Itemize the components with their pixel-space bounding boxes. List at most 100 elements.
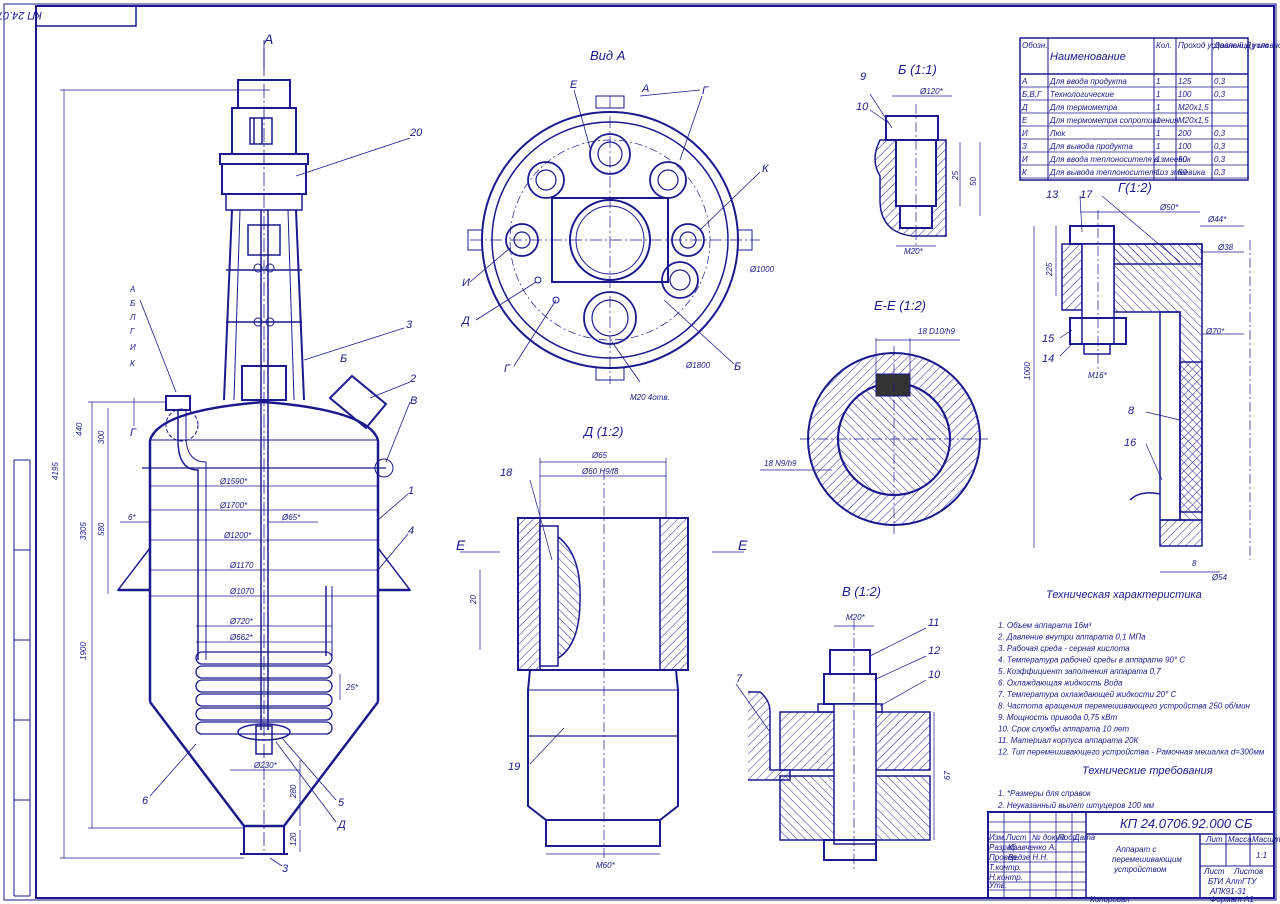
name-checker: Ведзе Н.Н. [1008,853,1048,862]
vid-a-callout-b: Б [734,361,741,373]
spec-line: 8. Частота вращения перемешивающего устр… [998,702,1251,711]
g-callout-15: 15 [1042,333,1055,345]
e-dim-n9: 18 N9/h9 [764,459,797,468]
vid-a-callout-d: Д [460,315,470,327]
e-section-labels: Е-Е (1:2) 18 D10/h9 18 N9/h9 [764,298,955,468]
head-doc: № докум. [1032,833,1067,842]
table-cell: 100 [1178,142,1192,151]
title-line-1: Аппарат с [1115,845,1156,854]
callout-v: В [410,395,417,407]
dim-580: 580 [97,522,106,536]
table-cell: 1 [1156,155,1160,164]
role-checker: Провер. [989,853,1019,862]
vid-a-labels: Вид А А Г К И Д Г Б Е М20 4отв. Ø1800 Ø1… [460,48,775,402]
v-title: В (1:2) [842,584,881,599]
vid-a-callout-i: И [462,277,470,289]
letter-a: А [129,285,135,294]
role-developer: Разраб. [989,843,1018,852]
g-dim-8: 8 [1192,559,1197,568]
dim-440: 440 [75,422,84,436]
vid-a-bolts: М20 4отв. [630,393,670,402]
b-callout-10: 10 [856,101,869,113]
table-header-0: Обозн. [1022,41,1047,50]
role-tcontrol: Т.контр. [989,863,1021,872]
table-cell: 1 [1156,142,1160,151]
dim-d1170: Ø1170 [229,561,254,570]
spec-line: 7. Температура охлаждающей жидкости 20° … [998,690,1177,699]
g-callout-14: 14 [1042,353,1054,365]
vid-a-callout-e: Е [570,79,578,91]
g-callout-13: 13 [1046,189,1059,201]
table-cell: 1 [1156,116,1160,125]
e-dim-d10: 18 D10/h9 [918,327,955,336]
v-dim-m20: M20* [846,613,866,622]
view-arrow-a: А [263,31,273,47]
b-dim-m20: M20* [904,247,924,256]
g-callout-8: 8 [1128,405,1135,417]
g-dim-m16: M16* [1088,371,1108,380]
spec-line: 3. Рабочая среда - серная кислота [998,644,1130,653]
b-title: Б (1:1) [898,62,937,77]
role-ncontrol: Н.контр. [989,873,1023,882]
table-cell: Для ввода продукта [1049,77,1127,86]
spec-line: 4. Температура рабочей среды в аппарате … [998,656,1185,665]
table-cell: Б,В,Г [1022,90,1042,99]
letter-i: И [130,343,136,352]
d-detail [460,458,744,860]
table-cell: Е [1022,116,1028,125]
dim-25: 25* [345,683,359,692]
dim-d230: Ø230* [253,761,278,770]
table-cell: 0,3 [1214,90,1226,99]
d-callout-19: 19 [508,761,520,773]
table-cell: И [1022,129,1028,138]
dim-280: 280 [289,784,298,799]
dim-d662: Ø662* [229,633,254,642]
b-dim-120: Ø120* [919,87,944,96]
letter-b: Б [130,299,135,308]
dim-d720: Ø720* [229,617,254,626]
v-callout-11: 11 [928,617,939,629]
table-cell: К [1022,168,1028,177]
callout-6: 6 [142,795,149,807]
vid-a-callout-g: Г [702,85,709,97]
title-line-3: устройством [1113,865,1167,874]
table-cell: 100 [1178,90,1192,99]
spec-line: 1. Объем аппарата 16м³ [998,621,1092,630]
v-detail-labels: В (1:2) M20* 11 12 10 7 67 [736,584,952,780]
table-header-3: Проход условный Ду мм [1178,41,1269,50]
table-cell: 1 [1156,90,1160,99]
dim-1900: 1900 [79,642,88,660]
dim-4195: 4195 [51,462,60,480]
v-dim-67: 67 [943,771,952,780]
head-date: Дата [1073,833,1096,842]
g-dim-50: Ø50* [1159,203,1179,212]
letter-k: К [130,359,136,368]
e-section [760,338,988,534]
dim-d1700: Ø1700* [219,501,248,510]
d-dim-60: Ø60 H9/f8 [581,467,619,476]
g-callout-17: 17 [1080,189,1093,201]
vid-a-title: Вид А [590,48,625,63]
v-callout-10: 10 [928,669,941,681]
vid-a-view [467,89,761,384]
title-col-mass: Масса [1228,835,1252,844]
coil [195,651,333,735]
letter-g: Г [130,327,135,336]
role-approve: Утв. [988,881,1007,890]
letter-l: Л [129,313,136,322]
b-dim-25: 25 [951,171,960,181]
table-cell: Для термометра [1049,103,1118,112]
title-col-scale: Масштаб [1252,835,1280,844]
req-title: Технические требования [1082,765,1213,777]
dim-300: 300 [97,430,106,444]
vid-a-dim-1800: Ø1800 [685,361,711,370]
copied-label: Копировал [1090,895,1130,904]
head-list: Лист [1005,833,1027,842]
callout-1: 1 [408,485,414,497]
callout-2: 2 [409,373,416,385]
dim-d1200: Ø1200* [223,531,252,540]
title-col-lit: Лит [1205,835,1223,844]
specs-title: Техническая характеристика [1046,589,1202,601]
